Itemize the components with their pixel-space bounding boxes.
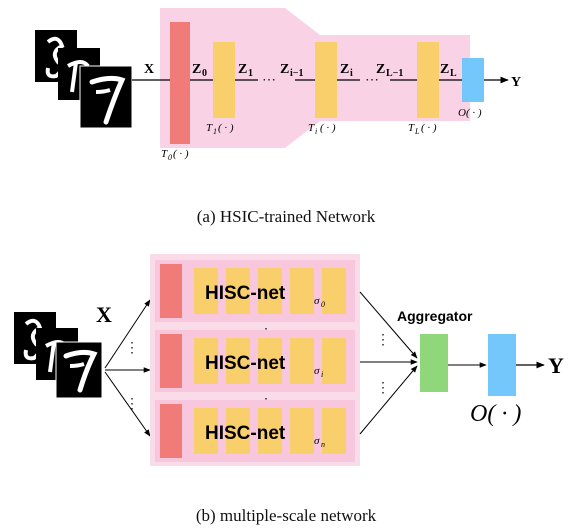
svg-text:1: 1 <box>248 68 253 79</box>
svg-text:Z: Z <box>192 62 201 77</box>
fan-in-arrow-bottom <box>359 365 418 435</box>
svg-text:0: 0 <box>202 68 207 79</box>
svg-text:Z: Z <box>376 62 385 77</box>
fan-vdots-top: ⋮ <box>125 341 139 356</box>
subnet-i-label: HISC-net <box>205 353 286 374</box>
caption-a: (a) HSIC-trained Network <box>197 207 376 226</box>
subnet-0-input-block <box>160 264 182 318</box>
subnet-0-label: HISC-net <box>205 283 286 304</box>
hidden-layer-block-1 <box>213 42 235 118</box>
bottom-output-block <box>488 334 516 396</box>
svg-text:L: L <box>450 68 457 79</box>
svg-text:( · ): ( · ) <box>320 122 336 134</box>
subnet-n-input-block <box>160 404 182 458</box>
svg-text:( · ): ( · ) <box>421 122 437 134</box>
svg-text:0: 0 <box>168 153 172 162</box>
fan-out-arrow-top <box>104 299 151 369</box>
top-ellipsis-1: ⋯ <box>262 73 276 88</box>
subnet-0: HISC-net σ 0 <box>155 260 355 322</box>
fanin-vdots-top: ⋮ <box>376 333 390 348</box>
svg-text:T: T <box>206 122 213 134</box>
z-label-i: Z i <box>340 62 353 79</box>
top-x-label: X <box>144 62 154 77</box>
subnet-n-label: HISC-net <box>205 423 286 444</box>
svg-text:σ: σ <box>314 365 320 377</box>
top-input-images <box>35 30 133 129</box>
top-ellipsis-2: ⋯ <box>365 73 379 88</box>
svg-text:i: i <box>315 127 317 136</box>
subnet-i: HISC-net σ i <box>155 330 355 392</box>
top-output-function-label: O( · ) <box>458 107 482 119</box>
z-label-i-minus-1: Z i−1 <box>280 62 303 79</box>
svg-text:T: T <box>408 122 415 134</box>
z-label-L-minus-1: Z L−1 <box>376 62 403 79</box>
svg-text:T: T <box>161 148 168 160</box>
svg-text:σ: σ <box>314 435 320 447</box>
bottom-y-label: Y <box>548 353 564 378</box>
subnet-n: HISC-net σ n <box>155 400 355 462</box>
transform-label-0: T 0 ( · ) <box>161 148 189 162</box>
transform-label-L: T L ( · ) <box>408 122 437 136</box>
bottom-output-function-label: O( · ) <box>470 401 521 427</box>
caption-b: (b) multiple-scale network <box>196 506 377 525</box>
bottom-x-label: X <box>96 302 112 327</box>
fan-in-arrow-top <box>359 291 418 359</box>
output-layer-block <box>462 58 484 102</box>
top-diagram: X Y Z 0 Z 1 Z i−1 Z i Z L−1 Z L ⋯ ⋯ <box>35 8 521 226</box>
z-label-0: Z 0 <box>192 62 207 79</box>
svg-text:i: i <box>350 68 353 79</box>
transform-label-i: T i ( · ) <box>308 122 336 136</box>
transform-label-1: T 1 ( · ) <box>206 122 234 136</box>
svg-text:Z: Z <box>280 62 289 77</box>
subnet-i-input-block <box>160 334 182 388</box>
svg-text:Z: Z <box>440 62 449 77</box>
input-layer-block <box>170 22 190 144</box>
z-label-L: Z L <box>440 62 457 79</box>
top-y-label: Y <box>511 75 521 90</box>
fan-out-arrow-bottom <box>104 371 151 437</box>
hidden-layer-block-L <box>417 42 439 118</box>
fanin-vdots-bottom: ⋮ <box>376 381 390 396</box>
z-label-1: Z 1 <box>238 62 253 79</box>
svg-text:n: n <box>321 440 325 449</box>
svg-text:L: L <box>414 127 420 136</box>
svg-text:Z: Z <box>238 62 247 77</box>
svg-text:( · ): ( · ) <box>218 122 234 134</box>
svg-text:i−1: i−1 <box>290 68 303 79</box>
svg-text:i: i <box>321 370 323 379</box>
svg-text:0: 0 <box>321 300 325 309</box>
svg-text:σ: σ <box>314 295 320 307</box>
svg-text:L−1: L−1 <box>386 68 403 79</box>
svg-text:Z: Z <box>340 62 349 77</box>
aggregator-block <box>420 334 448 392</box>
aggregator-label: Aggregator <box>397 308 473 324</box>
fan-vdots-bottom: ⋮ <box>125 397 139 412</box>
bottom-diagram: X ⋮ ⋮ HISC-net σ 0 ⋮ <box>14 254 564 525</box>
bottom-input-images <box>14 312 103 399</box>
svg-text:1: 1 <box>213 127 217 136</box>
hidden-layer-block-i <box>315 42 337 118</box>
svg-text:( · ): ( · ) <box>173 148 189 160</box>
svg-text:T: T <box>308 122 315 134</box>
